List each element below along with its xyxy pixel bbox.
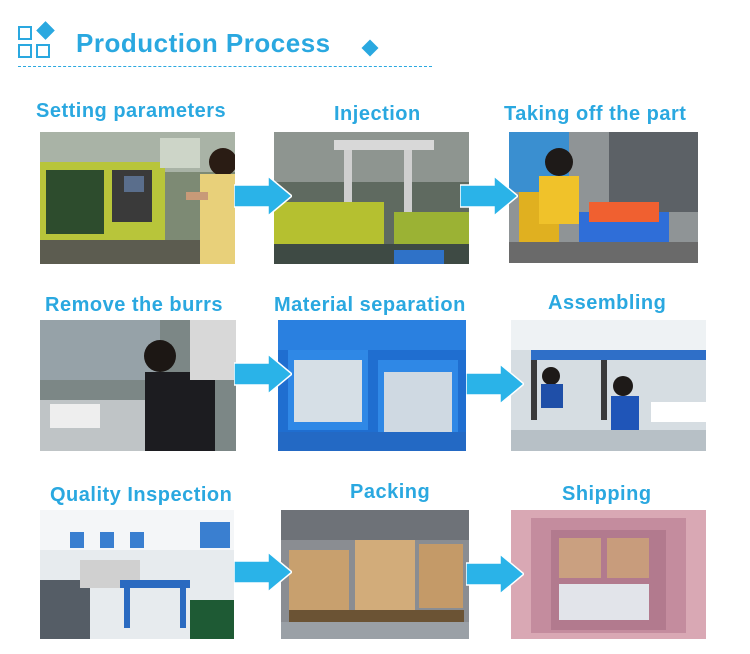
photo-setting-parameters [40, 132, 235, 264]
step-label-taking-off: Taking off the part [504, 103, 687, 125]
photo-injection [274, 132, 469, 264]
photo-material-separation [278, 320, 466, 451]
title-divider [18, 66, 432, 67]
photo-shipping [511, 510, 706, 639]
arrow-right-icon [234, 552, 292, 592]
step-label-material-separation: Material separation [274, 294, 466, 316]
photo-taking-off [509, 132, 698, 263]
arrow-right-icon [234, 354, 292, 394]
arrow-right-icon [466, 554, 524, 594]
arrow-right-icon [466, 364, 524, 404]
step-label-assembling: Assembling [548, 292, 667, 314]
arrow-right-icon [234, 176, 292, 216]
step-label-remove-burrs: Remove the burrs [45, 294, 224, 316]
arrow-right-icon [460, 176, 518, 216]
step-label-quality-inspection: Quality Inspection [50, 484, 233, 506]
diamond-icon [361, 39, 379, 57]
step-label-shipping: Shipping [562, 483, 652, 505]
photo-assembling [511, 320, 706, 451]
step-label-injection: Injection [334, 103, 421, 125]
header-logo-icon [18, 21, 60, 62]
photo-remove-burrs [40, 320, 236, 451]
photo-quality-inspection [40, 510, 234, 639]
page-title: Production Process [76, 28, 331, 58]
photo-packing [281, 510, 469, 639]
step-label-setting-parameters: Setting parameters [36, 100, 227, 122]
step-label-packing: Packing [350, 481, 431, 503]
